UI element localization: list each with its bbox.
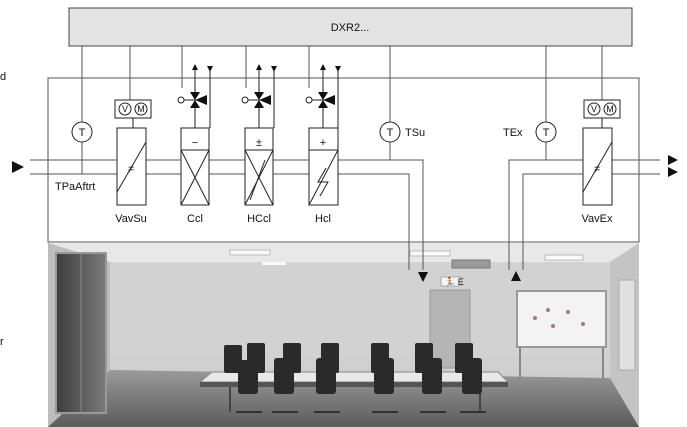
- controller-label: DXR2...: [331, 22, 370, 34]
- exit-sign: 🏃 E: [444, 276, 464, 287]
- sensor-symbol: T: [79, 127, 86, 139]
- unit-label: Hcl: [315, 213, 331, 225]
- unit-label: VavEx: [582, 213, 613, 225]
- sensor-symbol: T: [543, 127, 550, 139]
- motor-v: V: [122, 104, 128, 114]
- damper-symbol: ≠: [594, 163, 600, 175]
- unit-label: Ccl: [187, 213, 203, 225]
- sensor-label: TSu: [405, 127, 425, 139]
- coil-symbol: ±: [256, 137, 262, 149]
- exhaust-arrow-bottom: [668, 167, 678, 177]
- motor-v: V: [591, 104, 597, 114]
- coil-symbol: +: [320, 137, 326, 149]
- unit-label: HCcl: [247, 213, 271, 225]
- sensor-label: TPaAftrt: [55, 181, 95, 193]
- conference-room-photo: 🏃 E: [48, 243, 639, 427]
- exhaust-arrow-top: [668, 155, 678, 165]
- supply-in-arrow: [12, 161, 24, 173]
- damper-symbol: ≠: [128, 163, 134, 175]
- unit-label: VavSu: [115, 213, 147, 225]
- sensor-label: TEx: [503, 127, 523, 139]
- edge-text-bottom: r: [0, 336, 4, 348]
- controller-box: DXR2...: [69, 8, 632, 46]
- sensor-symbol: T: [387, 127, 394, 139]
- motor-m: M: [137, 104, 145, 114]
- motor-m: M: [606, 104, 614, 114]
- coil-symbol: −: [192, 137, 198, 149]
- edge-text-top: d: [0, 71, 6, 83]
